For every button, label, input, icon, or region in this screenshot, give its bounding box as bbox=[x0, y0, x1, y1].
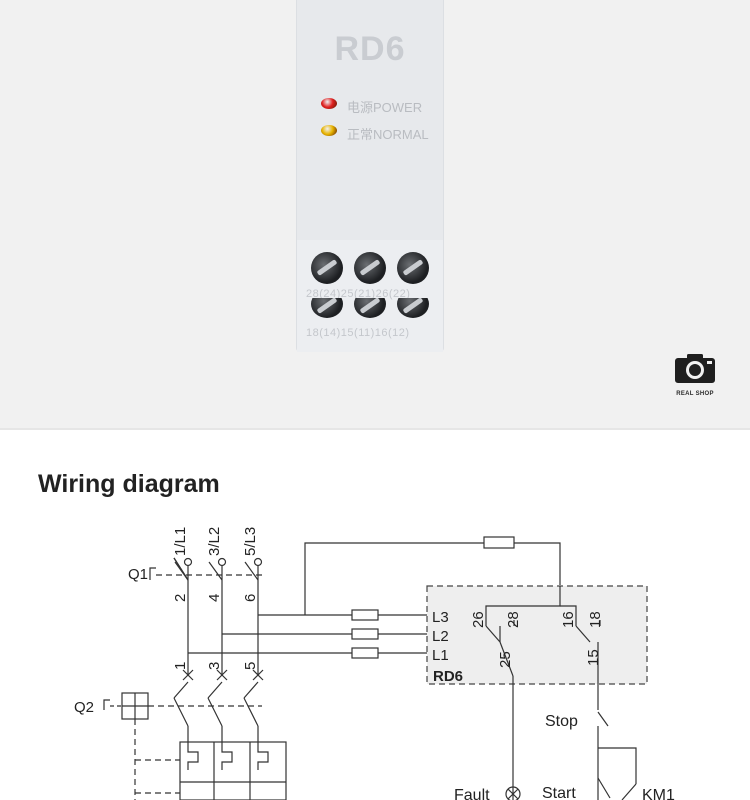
terminal-labels-bottom: 18(14)15(11)16(12) bbox=[306, 327, 410, 339]
normal-led-label: 正常NORMAL bbox=[347, 127, 429, 142]
q2-terminal-3: 3 bbox=[206, 662, 223, 670]
relay-line-l1: L1 bbox=[432, 647, 449, 664]
q1-terminal-4: 4 bbox=[206, 594, 223, 602]
relay-contact-18: 18 bbox=[587, 611, 604, 628]
section-divider bbox=[0, 428, 750, 430]
wiring-diagram: Q1 Q2 1/L1 3/L2 5/L3 2 4 6 1 3 5 L3 L2 L… bbox=[74, 527, 675, 800]
terminal-circle bbox=[183, 557, 193, 567]
relay-contact-16: 16 bbox=[560, 611, 577, 628]
screw-terminal-icon bbox=[311, 298, 343, 318]
q1-terminal-2: 2 bbox=[172, 594, 189, 602]
start-label: Start bbox=[542, 785, 576, 800]
relay-contact-26: 26 bbox=[470, 611, 487, 628]
screw-terminal-icon bbox=[397, 298, 429, 318]
q2-label: Q2 bbox=[74, 699, 94, 716]
terminal-labels-top: 28(24)25(21)26(22) bbox=[306, 288, 411, 300]
contactor-label: KM1 bbox=[642, 787, 675, 800]
screw-terminal-icon bbox=[354, 298, 386, 318]
relay-box bbox=[426, 585, 648, 685]
relay-line-l2: L2 bbox=[432, 628, 449, 645]
phase-input-l1: 1/L1 bbox=[172, 527, 189, 556]
fault-label: Fault bbox=[454, 787, 490, 800]
normal-led-icon bbox=[321, 125, 337, 136]
brand-label: REAL SHOP bbox=[676, 391, 714, 397]
screw-terminal-icon bbox=[354, 252, 386, 284]
power-led-icon bbox=[321, 98, 337, 109]
brand-badge: REAL SHOP bbox=[672, 352, 718, 397]
relay-module: RD6 电源POWER 正常NORMAL 28(24)25(21)26(22) … bbox=[296, 0, 444, 352]
stop-label: Stop bbox=[545, 713, 578, 730]
screw-terminal-icon bbox=[311, 252, 343, 284]
screw-terminal-icon bbox=[397, 252, 429, 284]
section-title: Wiring diagram bbox=[38, 470, 220, 498]
terminal-circle bbox=[217, 557, 227, 567]
power-led-label: 电源POWER bbox=[347, 100, 423, 115]
q1-label: Q1 bbox=[128, 566, 148, 583]
q1-terminal-6: 6 bbox=[242, 594, 259, 602]
terminal-circle bbox=[253, 557, 263, 567]
relay-model-label: RD6 bbox=[334, 30, 406, 68]
phase-input-l3: 5/L3 bbox=[242, 527, 259, 556]
q2-terminal-5: 5 bbox=[242, 662, 259, 670]
q2-terminal-1: 1 bbox=[172, 662, 189, 670]
relay-contact-28: 28 bbox=[505, 611, 522, 628]
relay-contact-15: 15 bbox=[585, 649, 602, 666]
relay-contact-25: 25 bbox=[497, 651, 514, 668]
relay-line-l3: L3 bbox=[432, 609, 449, 626]
relay-name: RD6 bbox=[433, 668, 463, 685]
phase-input-l2: 3/L2 bbox=[206, 527, 223, 556]
product-photo: RD6 电源POWER 正常NORMAL 28(24)25(21)26(22) … bbox=[0, 0, 750, 428]
camera-icon bbox=[675, 354, 715, 383]
